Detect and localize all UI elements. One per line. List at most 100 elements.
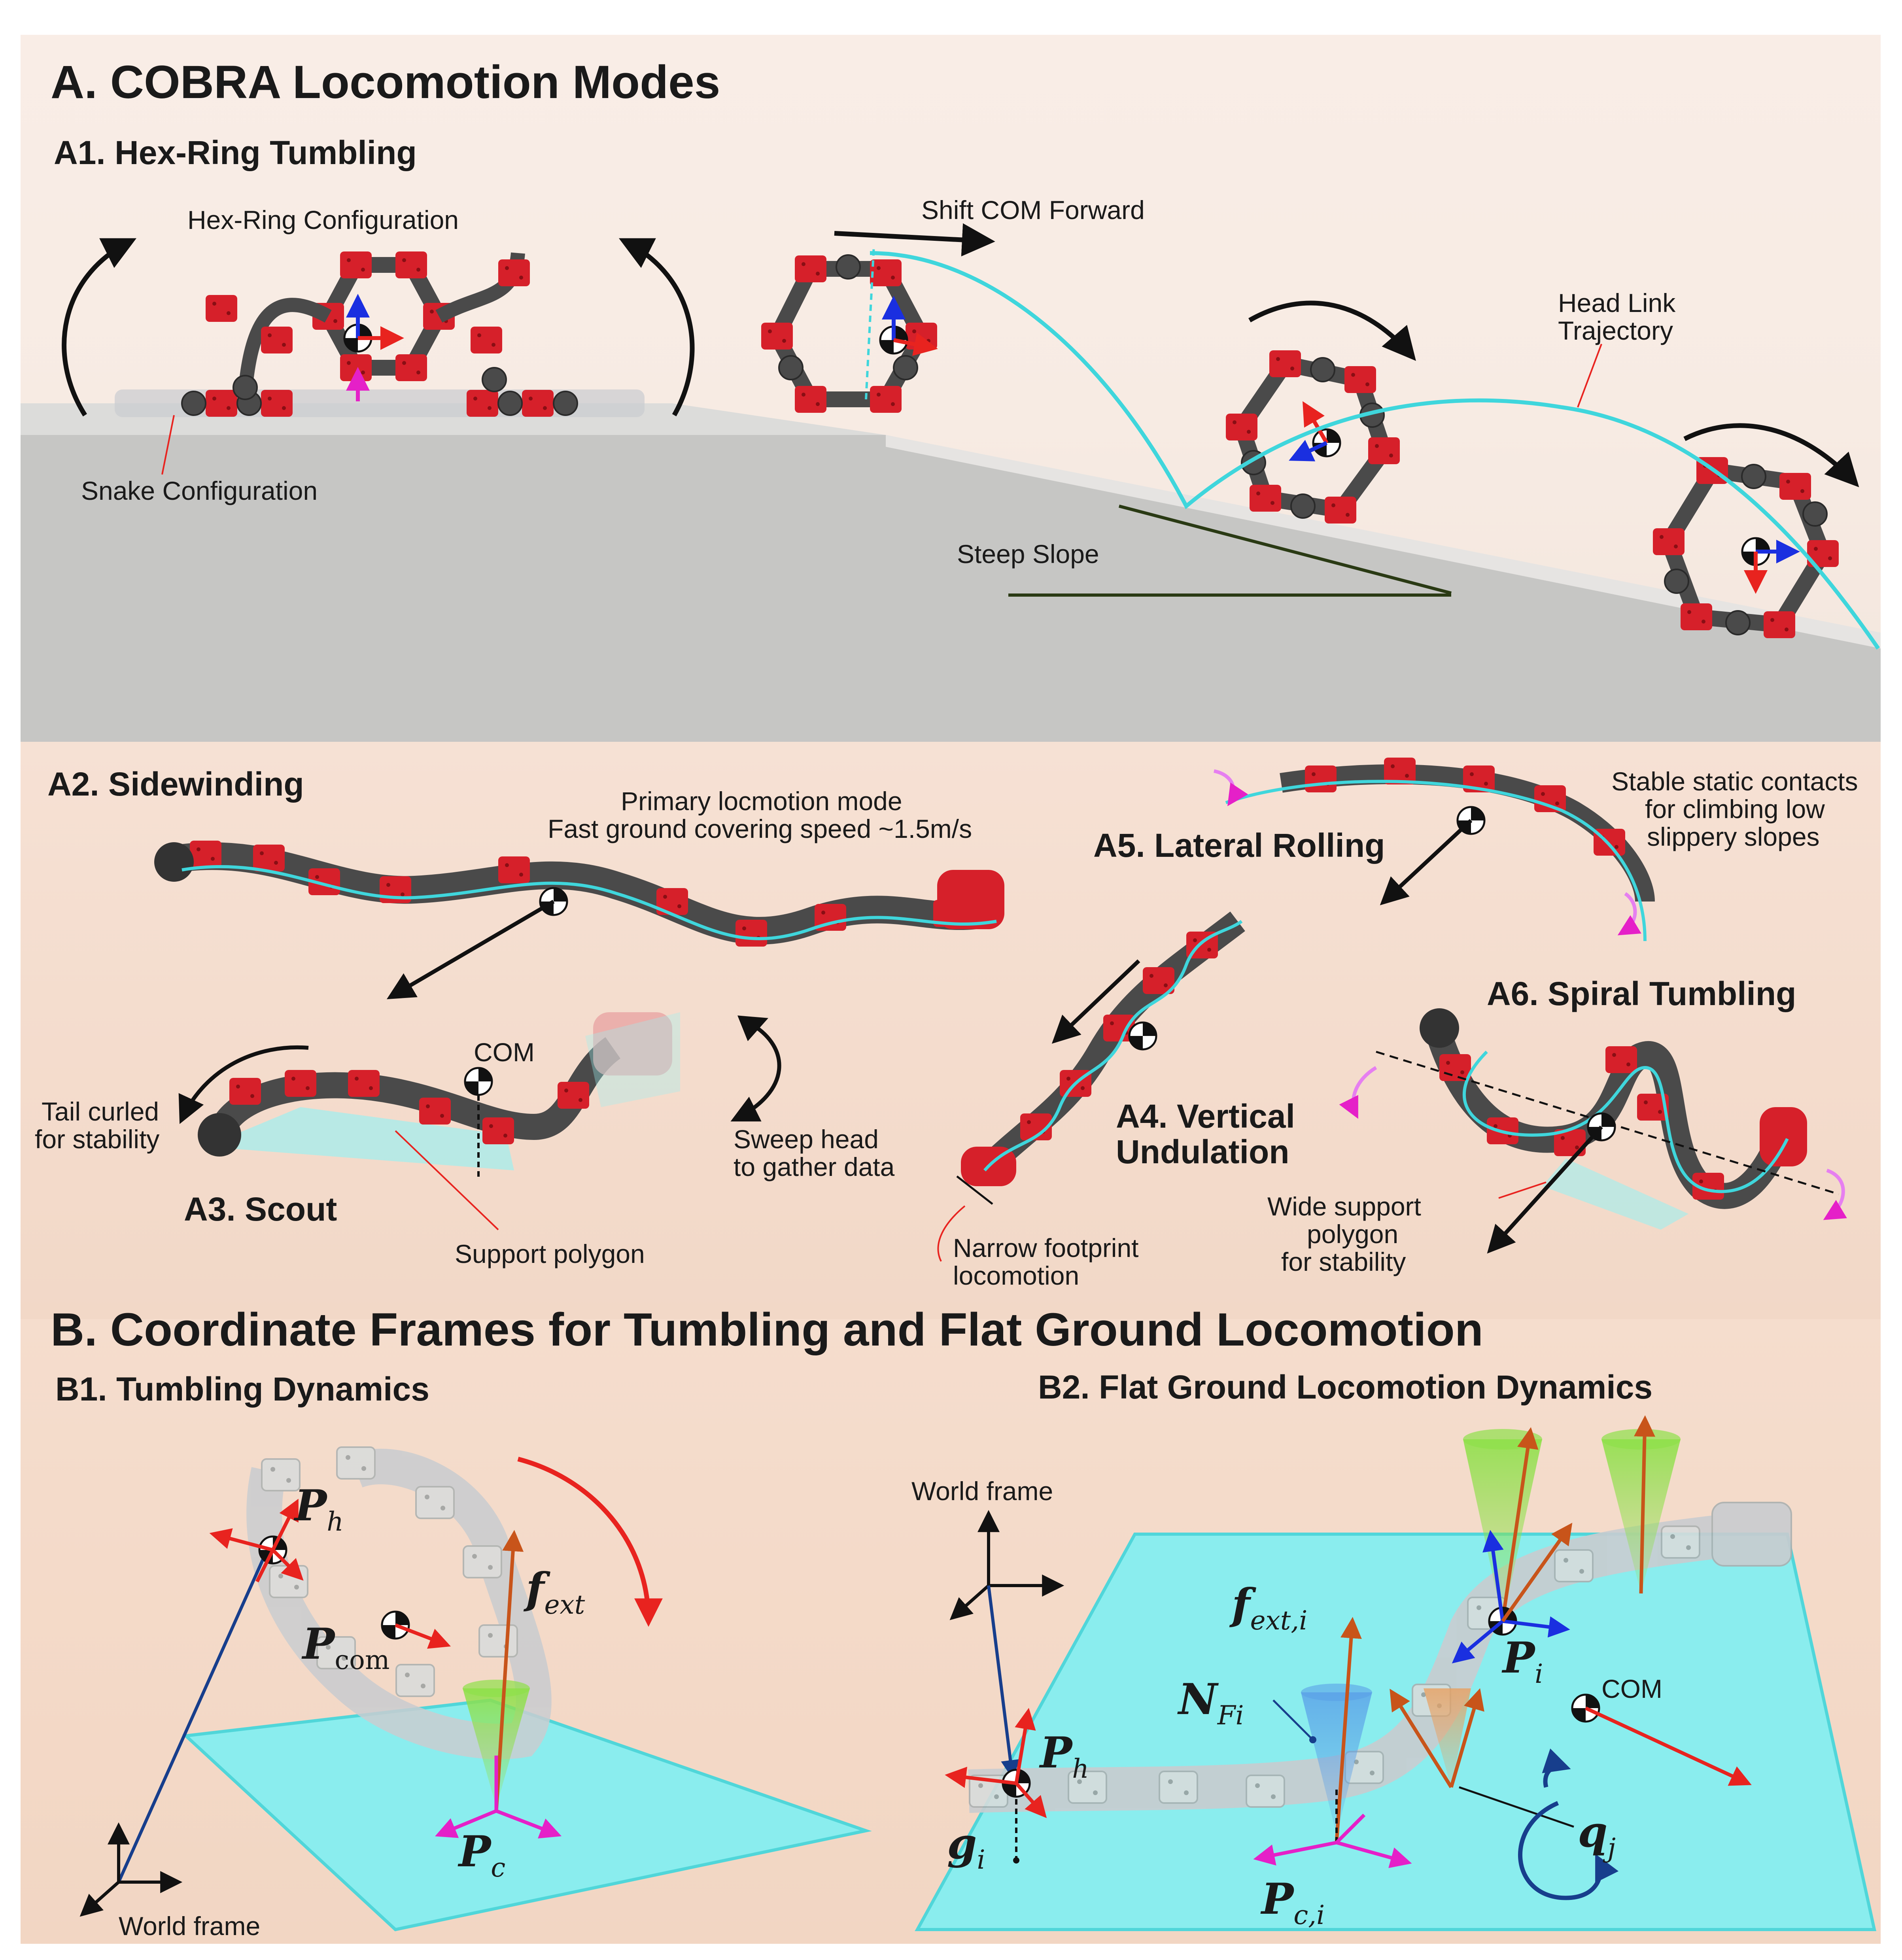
panel-a2-background — [21, 742, 1881, 1319]
b1-pc-label: Pc — [459, 1827, 506, 1883]
a1-snake-leader-line — [161, 415, 175, 475]
b1-world-to-ph — [117, 1545, 270, 1883]
b2-cone-orange — [1424, 1688, 1471, 1787]
a5-direction-arrow — [1380, 819, 1473, 905]
b1-world-frame-label: World frame — [119, 1911, 261, 1941]
a1-shift-label: Shift COM Forward — [921, 195, 1145, 225]
b2-qj-label: qj — [1578, 1807, 1616, 1863]
a1-ring4-rotate-arrow — [1683, 423, 1859, 488]
a2-trajectory — [182, 865, 997, 940]
b1-fext-label: fext — [526, 1564, 585, 1620]
b2-n-leader — [1272, 1699, 1314, 1741]
a6-wide-leader — [1498, 1181, 1547, 1199]
a4-trajectory — [983, 920, 1243, 1172]
a6-support-polygon — [1542, 1159, 1688, 1230]
a4-narrow-leader — [937, 1205, 966, 1262]
a1-ring3-rotate-arrow — [1248, 301, 1416, 361]
b2-pci-label: Pc,i — [1261, 1874, 1325, 1930]
a6-wide-label-1: Wide support — [1267, 1192, 1421, 1221]
a5-stable-label-3: slippery slopes — [1647, 822, 1820, 851]
b1-title: B1. Tumbling Dynamics — [55, 1370, 429, 1408]
a6-trajectory — [1462, 1051, 1789, 1193]
section-a-title: A. COBRA Locomotion Modes — [51, 56, 720, 108]
b2-n-label: NFi — [1178, 1675, 1244, 1731]
a3-scout-robot — [198, 1012, 680, 1157]
a3-sweep-label-1: Sweep head — [734, 1125, 879, 1154]
a6-spiral-robot — [1420, 1008, 1807, 1209]
a1-slope-label: Steep Slope — [957, 539, 1099, 569]
a1-title: A1. Hex-Ring Tumbling — [54, 134, 417, 171]
b2-world-frame-label: World frame — [911, 1476, 1053, 1506]
a3-support-label: Support polygon — [455, 1239, 645, 1268]
b2-qj-rotation — [1518, 1801, 1619, 1900]
a5-stable-label-2: for climbing low — [1645, 794, 1825, 824]
a3-com-label: COM — [474, 1038, 535, 1067]
a3-title: A3. Scout — [184, 1191, 337, 1228]
a1-ring-robot-2 — [761, 254, 937, 413]
a2-desc-1: Primary locmotion mode — [621, 786, 902, 816]
a6-title: A6. Spiral Tumbling — [1487, 975, 1796, 1012]
a1-head-trajectory — [870, 251, 1880, 650]
b2-pi-label: Pi — [1503, 1633, 1543, 1689]
section-b-title: B. Coordinate Frames for Tumbling and Fl… — [51, 1304, 1483, 1356]
b1-fext-arrow — [494, 1530, 524, 1811]
a4-title-2: Undulation — [1116, 1133, 1289, 1170]
a4-direction-arrow — [1051, 959, 1140, 1044]
a1-slope-top — [886, 435, 1881, 648]
a3-sweep-label-2: to gather data — [734, 1152, 895, 1181]
a1-slope-line — [1118, 505, 1452, 595]
b2-fext-arrow — [1335, 1617, 1362, 1843]
a1-ring-robot-4 — [1653, 457, 1839, 638]
a5-trajectory — [1225, 780, 1647, 941]
a1-ring-robot-3 — [1226, 350, 1400, 524]
a5-stable-label-1: Stable static contacts — [1611, 767, 1858, 796]
a4-narrow-label-1: Narrow footprint — [953, 1233, 1139, 1263]
a5-roll-arrow-left — [1213, 769, 1248, 806]
a1-curve-arrow-left — [62, 238, 137, 417]
b2-qj-leader — [1459, 1786, 1574, 1828]
a1-ground-surface — [21, 403, 1881, 742]
a6-wide-label-2: polygon — [1307, 1219, 1399, 1249]
a1-snake-label: Snake Configuration — [81, 476, 318, 505]
b2-flat-robot — [968, 1502, 1792, 1813]
a1-curve-arrow-right — [618, 238, 695, 416]
a4-com-marker — [1129, 1023, 1156, 1049]
b2-cone-n — [1301, 1692, 1372, 1835]
b2-world-to-ph — [987, 1585, 1020, 1779]
b1-world-frame-axes — [79, 1822, 183, 1917]
b2-fext-label: fext,i — [1232, 1580, 1308, 1636]
b1-pcom-label: Pcom — [303, 1619, 390, 1675]
b2-title: B2. Flat Ground Locomotion Dynamics — [1038, 1368, 1653, 1406]
a4-title-1: A4. Vertical — [1116, 1098, 1295, 1135]
a3-sweep-arrow — [730, 1022, 781, 1122]
a6-wide-label-3: for stability — [1281, 1247, 1406, 1276]
a1-head-traj-label-1: Head Link — [1558, 288, 1676, 318]
a6-roll-arrow-left — [1339, 1066, 1377, 1119]
a5-lateral-robot — [1280, 758, 1655, 902]
a1-hex-ring-robot — [206, 251, 530, 400]
b1-tumbling-robot — [246, 1446, 552, 1760]
a3-support-polygon — [206, 1107, 514, 1170]
b2-ph-label: Ph — [1040, 1728, 1089, 1784]
a1-snake-robot — [115, 389, 645, 417]
a2-sidewinding-robot — [154, 841, 1004, 947]
a2-desc-2: Fast ground covering speed ~1.5m/s — [548, 814, 972, 843]
a5-roll-arrow-right — [1617, 892, 1641, 936]
a3-com-marker — [465, 1068, 492, 1095]
b1-friction-cone — [463, 1688, 530, 1807]
a3-tail-label-2: for stability — [35, 1125, 160, 1154]
a2-direction-arrow — [386, 900, 555, 1000]
b2-world-frame-axes — [949, 1510, 1064, 1620]
a6-roll-arrow-right — [1823, 1168, 1847, 1220]
a2-title: A2. Sidewinding — [47, 765, 304, 803]
b2-gi-label: gi — [947, 1819, 985, 1875]
a3-tail-arrow — [178, 1045, 309, 1124]
a5-title: A5. Lateral Rolling — [1093, 827, 1385, 864]
a1-shift-arrow — [834, 223, 995, 257]
b1-rotation-arrow — [517, 1457, 663, 1627]
a3-support-leader — [395, 1130, 499, 1230]
a1-traj-leader-line — [1577, 344, 1602, 408]
a1-hex-ring-label: Hex-Ring Configuration — [187, 205, 459, 234]
a6-direction-arrow — [1487, 1125, 1603, 1254]
